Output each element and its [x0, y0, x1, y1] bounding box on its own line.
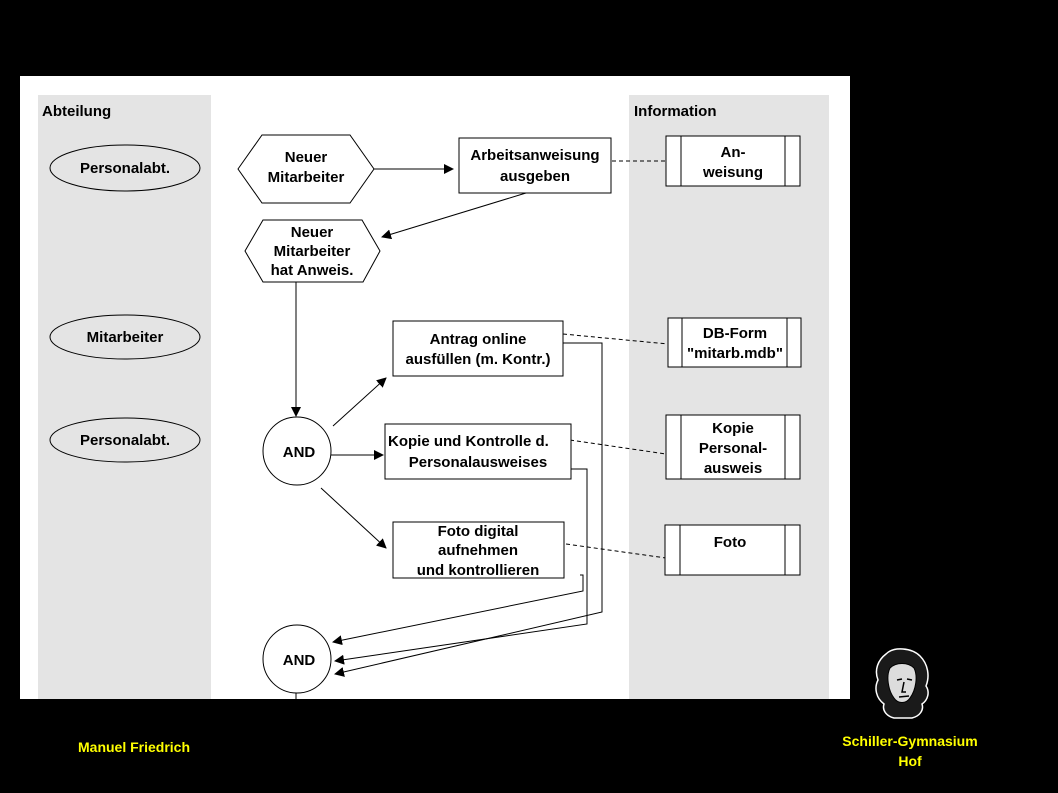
event-label-line: Neuer [285, 149, 328, 166]
function-arbeitsanweisung: Arbeitsanweisung ausgeben [458, 137, 612, 194]
department-personalabt-1: Personalabt. [49, 144, 201, 192]
and-join-connector: AND [262, 624, 332, 694]
info-label-line: An- [721, 144, 746, 161]
school-city: Hof [898, 753, 922, 769]
school-credit: Schiller-Gymnasium Hof [828, 731, 992, 771]
connector-label: AND [283, 444, 316, 461]
department-label: Personalabt. [80, 160, 170, 177]
function-foto-digital: Foto digital aufnehmen und kontrollieren [392, 521, 565, 579]
info-object-db-form: DB-Form "mitarb.mdb" [667, 317, 802, 368]
department-label: Mitarbeiter [87, 329, 164, 346]
function-label-line: Arbeitsanweisung [470, 147, 599, 164]
information-links [562, 160, 669, 559]
department-mitarbeiter: Mitarbeiter [49, 314, 201, 360]
department-lane [38, 95, 211, 699]
control-flow [291, 164, 603, 699]
info-object-kopie-ausweis: Kopie Personal- ausweis [665, 414, 801, 480]
info-label-line: "mitarb.mdb" [687, 345, 783, 362]
function-label-line: Personalausweises [409, 454, 547, 471]
information-lane-header: Information [634, 103, 717, 120]
event-label-line: Mitarbeiter [274, 243, 351, 260]
info-label-line: DB-Form [703, 325, 767, 342]
info-object-anweisung: An- weisung [665, 135, 801, 187]
info-object-foto: Foto [664, 524, 801, 576]
department-lane-header: Abteilung [42, 103, 111, 120]
function-label-line: ausfüllen (m. Kontr.) [405, 351, 550, 368]
function-label-line: Foto digital [438, 523, 519, 540]
and-split-connector: AND [262, 416, 332, 486]
function-label-line: aufnehmen [438, 542, 518, 559]
info-label-line: Personal- [699, 440, 767, 457]
information-lane [629, 95, 829, 699]
info-label-line: ausweis [704, 460, 762, 477]
event-label-line: Mitarbeiter [268, 169, 345, 186]
function-label-line: Kopie und Kontrolle d. [388, 433, 549, 450]
event-neuer-mitarbeiter: Neuer Mitarbeiter [237, 134, 375, 204]
school-name: Schiller-Gymnasium [842, 733, 978, 749]
function-label-line: ausgeben [500, 168, 570, 185]
function-label-line: und kontrollieren [417, 562, 540, 579]
function-antrag-online: Antrag online ausfüllen (m. Kontr.) [392, 320, 564, 377]
event-label-line: hat Anweis. [271, 262, 354, 279]
department-label: Personalabt. [80, 432, 170, 449]
schiller-portrait-logo [875, 648, 929, 719]
info-label-line: Foto [714, 534, 746, 551]
event-label-line: Neuer [291, 224, 334, 241]
author-credit: Manuel Friedrich [78, 739, 191, 755]
slide-canvas: Abteilung Information Personalabt. Mitar… [20, 76, 850, 699]
event-mitarbeiter-hat-anweisung: Neuer Mitarbeiter hat Anweis. [244, 219, 381, 283]
info-label-line: weisung [702, 164, 763, 181]
department-personalabt-2: Personalabt. [49, 417, 201, 463]
function-kopie-kontrolle: Kopie und Kontrolle d. Personalausweises [384, 423, 572, 480]
function-label-line: Antrag online [430, 331, 527, 348]
connector-label: AND [283, 652, 316, 669]
info-label-line: Kopie [712, 420, 754, 437]
epc-diagram: Abteilung Information Personalabt. Mitar… [38, 95, 829, 699]
